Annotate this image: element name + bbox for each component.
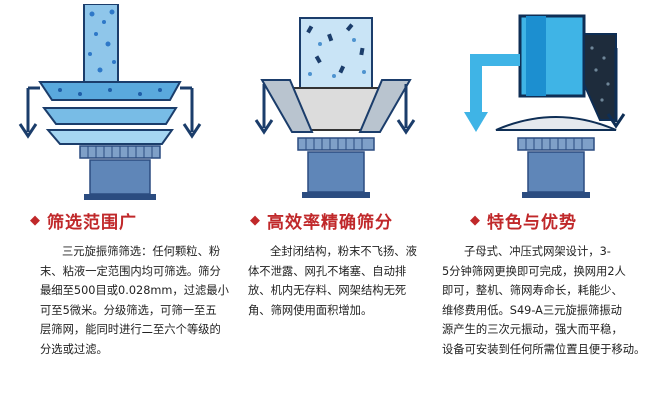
description-line: 角、筛网使用面积增加。 <box>248 303 373 317</box>
description-line: 末、粘液一定范围内均可筛选。筛分 <box>40 264 221 278</box>
description-line: 放、机内无存料、网架结构无死 <box>248 284 407 297</box>
heading-text: 特色与优势 <box>487 212 577 233</box>
sieve-machine-diagram <box>254 17 416 198</box>
description-precise-screening: 全封闭结构，粉末不飞扬、液 体不泄露、网孔不堵塞、自动排 放、机内无存料、网架结… <box>248 242 417 320</box>
diamond-bullet-icon: ◆ <box>30 212 41 228</box>
description-line: 即可，整机、筛网寿命长，耗能少、 <box>442 284 623 297</box>
description-line: 最细至500目或0.028mm，过滤最小 <box>40 284 229 297</box>
heading-precise-screening: ◆ 高效率精确筛分 <box>250 210 393 233</box>
sieve-machine-diagram <box>464 14 626 198</box>
panel-precise-screening: ◆ 高效率精确筛分 全封闭结构，粉末不飞扬、液 体不泄露、网孔不堵塞、自动排 放… <box>220 0 440 408</box>
description-line: 维修费用低。S49-A三元旋振筛振动 <box>442 303 622 317</box>
sieve-machine-diagram <box>18 4 202 200</box>
description-line: 源产生的三次元振动，强大而平稳， <box>442 323 623 336</box>
description-line: 设备可安装到任何所需位置且便于移动。 <box>442 342 646 356</box>
description-line: 子母式、冲压式网架设计，3- <box>464 245 611 258</box>
description-line: 分选或过滤。 <box>40 342 108 356</box>
heading-wide-range: ◆ 筛选范围广 <box>30 210 137 233</box>
heading-text: 筛选范围广 <box>47 212 137 233</box>
heading-features: ◆ 特色与优势 <box>470 210 577 233</box>
description-line: 可至5微米。分级筛选，可筛一至五 <box>40 303 217 317</box>
description-wide-range: 三元旋振筛筛选：任何颗粒、粉 末、粘液一定范围内均可筛选。筛分 最细至500目或… <box>40 242 229 359</box>
description-line: 全封闭结构，粉末不飞扬、液 <box>270 245 417 258</box>
description-line: 5分钟筛网更换即可完成，换网用2人 <box>442 264 626 278</box>
panel-wide-range: ◆ 筛选范围广 三元旋振筛筛选：任何颗粒、粉 末、粘液一定范围内均可筛选。筛分 … <box>0 0 229 408</box>
panel-features: ◆ 特色与优势 子母式、冲压式网架设计，3- 5分钟筛网更换即可完成，换网用2人… <box>440 0 660 408</box>
diamond-bullet-icon: ◆ <box>470 212 481 228</box>
diamond-bullet-icon: ◆ <box>250 212 261 228</box>
description-line: 体不泄露、网孔不堵塞、自动排 <box>248 264 407 278</box>
heading-text: 高效率精确筛分 <box>267 212 393 233</box>
description-line: 三元旋振筛筛选：任何颗粒、粉 <box>62 245 221 258</box>
description-features: 子母式、冲压式网架设计，3- 5分钟筛网更换即可完成，换网用2人 即可，整机、筛… <box>442 242 645 359</box>
description-line: 层筛网，能同时进行二至六个等级的 <box>40 323 221 336</box>
